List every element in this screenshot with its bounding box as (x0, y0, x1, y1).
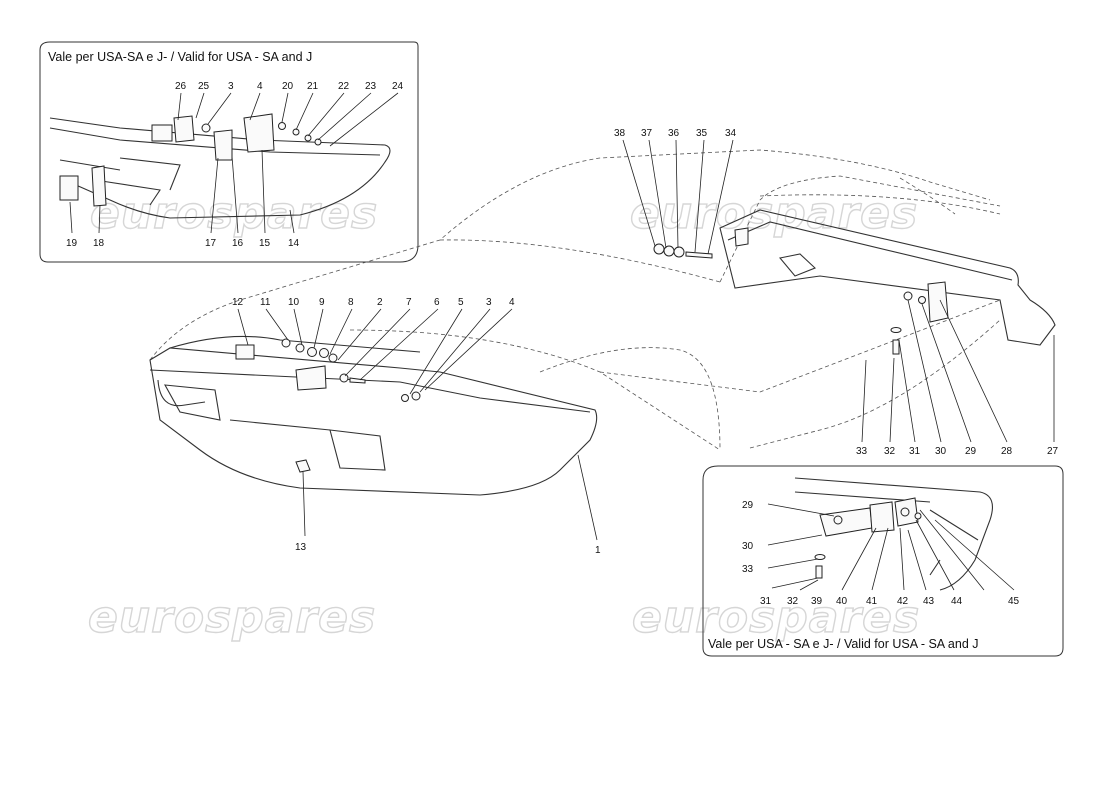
callout-29: 29 (965, 446, 977, 457)
inset-frame-2 (702, 465, 1064, 657)
callout-37: 37 (641, 128, 653, 139)
callout-34: 34 (725, 128, 737, 139)
inset-bottom-right: Vale per USA - SA e J- / Valid for USA -… (702, 465, 1064, 657)
callout-32b: 32 (787, 596, 799, 607)
callout-9: 9 (319, 297, 325, 308)
front-bumper (149, 335, 598, 496)
callout-30: 30 (935, 446, 947, 457)
inset-frame (39, 41, 419, 263)
rear-bumper (653, 209, 1056, 355)
inset-bottom-caption: Vale per USA - SA e J- / Valid for USA -… (708, 637, 979, 651)
callout-40: 40 (836, 596, 848, 607)
watermark-4: eurospares (632, 592, 920, 643)
callout-4b: 4 (509, 297, 515, 308)
callout-labels: 26 25 3 4 20 21 22 23 24 19 18 17 16 15 … (66, 81, 1059, 607)
callout-45: 45 (1008, 596, 1020, 607)
callout-15: 15 (259, 238, 271, 249)
callout-6: 6 (434, 297, 440, 308)
callout-25: 25 (198, 81, 210, 92)
callout-17: 17 (205, 238, 217, 249)
callout-11: 11 (260, 297, 271, 308)
watermark-1: eurospares (90, 188, 378, 239)
callout-3b: 3 (486, 297, 492, 308)
callout-1: 1 (595, 545, 601, 556)
callout-5: 5 (458, 297, 464, 308)
car-body (149, 149, 1001, 451)
callout-23: 23 (365, 81, 377, 92)
callout-39: 39 (811, 596, 823, 607)
callout-3: 3 (228, 81, 234, 92)
callout-2: 2 (377, 297, 383, 308)
callout-41: 41 (866, 596, 878, 607)
callout-19: 19 (66, 238, 78, 249)
callout-12: 12 (232, 297, 244, 308)
callout-33: 33 (856, 446, 868, 457)
callout-10: 10 (288, 297, 300, 308)
callout-18: 18 (93, 238, 105, 249)
callout-36: 36 (668, 128, 680, 139)
callout-20: 20 (282, 81, 294, 92)
callout-35: 35 (696, 128, 708, 139)
callout-24: 24 (392, 81, 404, 92)
callout-33b: 33 (742, 564, 754, 575)
inset-top-caption: Vale per USA-SA e J- / Valid for USA - S… (48, 50, 312, 64)
callout-16: 16 (232, 238, 244, 249)
callout-13: 13 (295, 542, 307, 553)
callout-32: 32 (884, 446, 896, 457)
callout-30b: 30 (742, 541, 754, 552)
callout-4: 4 (257, 81, 263, 92)
callout-8: 8 (348, 297, 354, 308)
inset-top-left: Vale per USA-SA e J- / Valid for USA - S… (39, 41, 419, 263)
callout-26: 26 (175, 81, 187, 92)
callout-7: 7 (406, 297, 412, 308)
callout-21: 21 (307, 81, 319, 92)
callout-22: 22 (338, 81, 350, 92)
callout-28: 28 (1001, 446, 1013, 457)
callout-14: 14 (288, 238, 300, 249)
callout-38: 38 (614, 128, 626, 139)
callout-43: 43 (923, 596, 935, 607)
callout-27: 27 (1047, 446, 1059, 457)
callout-44: 44 (951, 596, 963, 607)
callout-42: 42 (897, 596, 909, 607)
callout-31: 31 (909, 446, 921, 457)
leader-lines (69, 92, 1055, 591)
watermark-3: eurospares (88, 592, 376, 643)
callout-31b: 31 (760, 596, 772, 607)
callout-29b: 29 (742, 500, 754, 511)
